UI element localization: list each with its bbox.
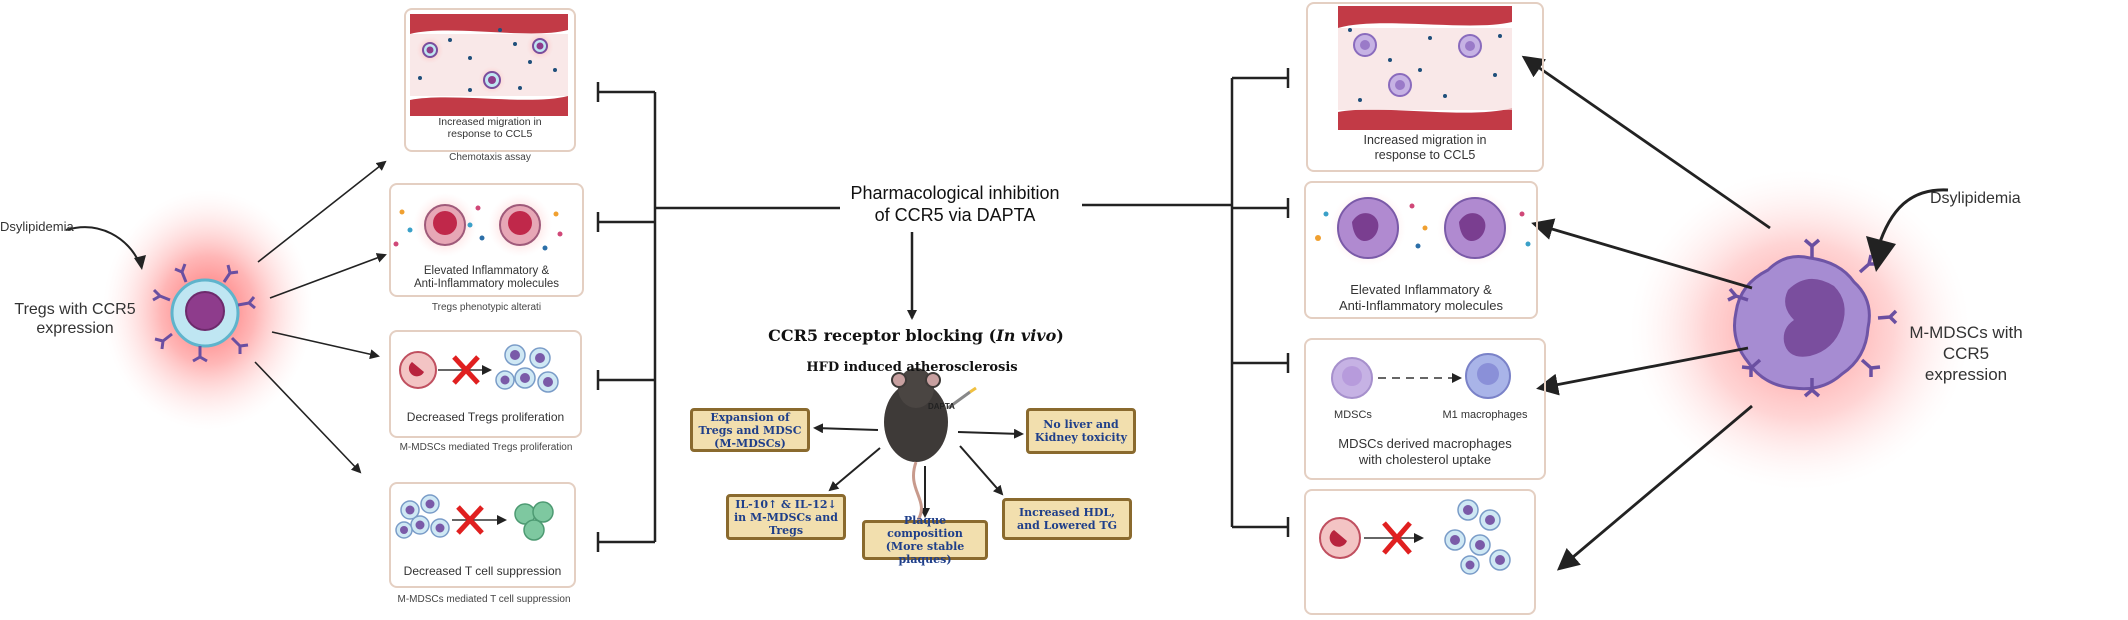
right-vessel-image — [1338, 6, 1512, 130]
right-panel-migration — [1306, 2, 1544, 172]
left-panel-inflammatory-caption: Tregs phenotypic alterati — [431, 302, 542, 313]
in-vivo-arrows — [813, 423, 1024, 518]
left-panel-proliferation — [389, 330, 582, 438]
outcome-hdl-tg: Increased HDL, and Lowered TG — [1002, 498, 1132, 540]
outcome-plaque: Plaque composition (More stable plaques) — [862, 514, 988, 566]
left-panel-migration-caption: Chemotaxis assay — [449, 152, 531, 163]
right-proliferation-image — [1319, 499, 1511, 575]
right-trigger-arrow — [1876, 188, 1949, 249]
left-panel-migration — [404, 8, 576, 152]
right-panel-inflammatory-text: Elevated Inflammatory & Anti-Inflammator… — [1339, 282, 1503, 313]
left-panel-suppression — [389, 482, 576, 588]
right-panel-migration-text: Increased migration in response to CCL5 — [1363, 133, 1487, 162]
left-panel-inflammatory-text: Elevated Inflammatory & Anti-Inflammator… — [413, 265, 560, 290]
left-inflammatory-image — [393, 193, 563, 257]
left-trigger-arrow — [65, 226, 141, 265]
right-m1-label: M1 macrophages — [1442, 409, 1528, 421]
in-vivo-box-title: HFD induced atherosclerosis — [806, 360, 1018, 375]
right-mdsc-label: MDSCs — [1334, 409, 1372, 421]
left-vessel-image — [410, 14, 568, 116]
outcome-expansion: Expansion of Tregs and MDSC (M-MDSCs) — [690, 408, 810, 452]
right-macrophage-image — [1331, 353, 1511, 399]
left-panel-suppression-caption: M-MDSCs mediated T cell suppression — [397, 594, 571, 605]
left-panel-proliferation-caption: M-MDSCs mediated Tregs proliferation — [399, 442, 573, 453]
left-inhibition-bracket — [596, 82, 840, 552]
left-trigger-label: Dsylipidemia — [0, 219, 74, 234]
left-proliferation-image — [399, 344, 559, 393]
right-inflammatory-image — [1315, 190, 1531, 266]
outcome-il10-il12: IL-10↑ & IL-12↓ in M-MDSCs and Tregs — [726, 494, 846, 540]
left-panel-proliferation-text: Decreased Tregs proliferation — [406, 410, 565, 424]
right-panel-macrophages — [1304, 338, 1546, 480]
left-suppression-image — [395, 494, 554, 541]
mdsc-cell-label: M-MDSCs with CCR5 expression — [1909, 323, 2023, 384]
treg-cell — [152, 263, 256, 363]
left-panel-inflammatory — [389, 183, 584, 297]
left-fan-arrows — [254, 160, 387, 474]
inhibition-title: Pharmacological inhibition of CCR5 via D… — [850, 183, 1060, 225]
right-panel-proliferation — [1304, 489, 1536, 615]
blocking-title-in-vivo: In vivo — [996, 326, 1057, 345]
left-panel-migration-text: Increased migration in response to CCL5 — [438, 116, 542, 140]
right-panel-macrophages-text: MDSCs derived macrophages with cholester… — [1338, 436, 1512, 467]
right-fan-arrows — [1521, 55, 1771, 571]
blocking-title: CCR5 receptor blocking (In vivo) — [686, 326, 1146, 345]
treg-cell-label: Tregs with CCR5 expression — [14, 301, 136, 337]
mouse-image — [884, 368, 977, 521]
right-trigger-label: Dsylipidemia — [1930, 190, 2021, 207]
outcome-no-toxicity: No liver and Kidney toxicity — [1026, 408, 1136, 454]
blocking-title-close: ) — [1056, 326, 1064, 345]
left-panel-suppression-text: Decreased T cell suppression — [403, 564, 562, 578]
blocking-title-text: CCR5 receptor blocking ( — [768, 326, 997, 345]
right-panel-inflammatory — [1304, 181, 1538, 319]
mouse-label: DAPTA — [928, 402, 955, 411]
mdsc-cell — [1727, 238, 1898, 398]
right-inhibition-bracket — [1082, 68, 1290, 537]
